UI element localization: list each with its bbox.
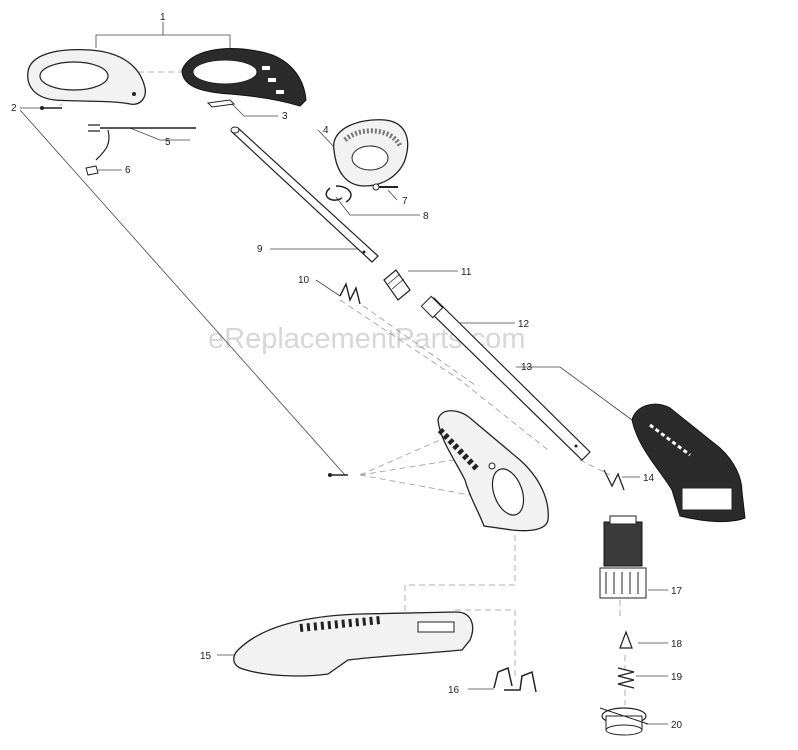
label-part-15: 15 xyxy=(200,651,212,662)
handle-half-left xyxy=(27,49,146,105)
connector-collar xyxy=(383,269,411,301)
label-part-3: 3 xyxy=(282,111,288,122)
label-part-2: 2 xyxy=(11,103,17,114)
bolt-7 xyxy=(372,183,398,191)
label-part-11: 11 xyxy=(461,267,472,278)
power-cord xyxy=(88,124,196,161)
guard xyxy=(233,611,474,677)
lower-tube xyxy=(420,295,591,461)
guard-clip xyxy=(493,666,537,693)
auxiliary-handle xyxy=(333,119,409,187)
label-part-20: 20 xyxy=(671,720,683,731)
tube-clip xyxy=(339,281,361,305)
switch-pin xyxy=(206,99,236,108)
motor-housing-half xyxy=(631,403,746,523)
handle-half-right xyxy=(181,48,307,107)
main-housing-left xyxy=(437,410,549,532)
label-part-7: 7 xyxy=(402,196,408,207)
screw-housing xyxy=(328,473,348,477)
screw-2 xyxy=(40,106,62,110)
label-part-5: 5 xyxy=(165,137,171,148)
spool xyxy=(599,707,649,736)
label-part-4: 4 xyxy=(323,125,329,136)
label-part-10: 10 xyxy=(298,275,310,286)
label-part-9: 9 xyxy=(257,244,263,255)
label-part-14: 14 xyxy=(643,473,655,484)
label-part-6: 6 xyxy=(125,165,131,176)
label-part-13: 13 xyxy=(521,362,533,373)
label-part-12: 12 xyxy=(518,319,530,330)
part-number-labels: 1 2 3 4 5 6 7 8 9 10 11 12 13 14 15 16 1… xyxy=(11,12,683,731)
cord-clamp xyxy=(85,165,99,176)
label-part-19: 19 xyxy=(671,672,683,683)
spring-clip-14 xyxy=(603,469,625,491)
label-part-18: 18 xyxy=(671,639,683,650)
label-part-17: 17 xyxy=(671,586,683,597)
label-part-1: 1 xyxy=(160,12,166,23)
handle-clip xyxy=(325,185,352,203)
leader-lines xyxy=(19,22,668,725)
label-part-16: 16 xyxy=(448,685,460,696)
spool-cap xyxy=(619,630,633,649)
upper-tube xyxy=(230,126,379,263)
motor xyxy=(599,515,647,599)
spool-spring xyxy=(617,667,635,689)
label-part-8: 8 xyxy=(423,211,429,222)
